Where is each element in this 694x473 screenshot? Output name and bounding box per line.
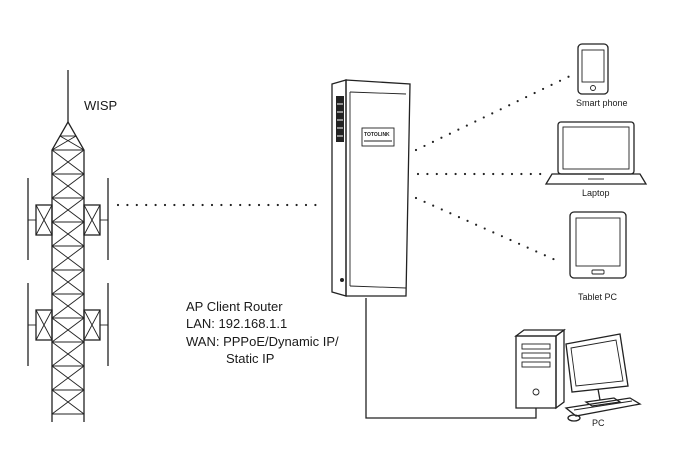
tablet-icon: [569, 211, 627, 279]
smartphone-link: [414, 74, 572, 152]
tablet-link: [414, 196, 562, 264]
router-info-line-2: LAN: 192.168.1.1: [186, 316, 287, 331]
wisp-label: WISP: [84, 98, 117, 113]
router-logo-part1: TOTO: [364, 132, 378, 138]
wisp-tower-icon: [27, 70, 109, 422]
laptop-icon: [544, 121, 648, 185]
router-info-line-1: AP Client Router: [186, 299, 283, 314]
desktop-pc-icon: [514, 328, 642, 422]
outdoor-router-icon: TOTO LINK: [331, 79, 411, 297]
ethernet-cable: [365, 298, 537, 419]
smartphone-icon: [577, 43, 609, 95]
pc-label: PC: [592, 418, 605, 428]
router-info-line-3: WAN: PPPoE/Dynamic IP/: [186, 334, 339, 349]
smartphone-label: Smart phone: [576, 98, 628, 108]
laptop-label: Laptop: [582, 188, 610, 198]
router-logo-part2: LINK: [378, 132, 390, 138]
tablet-label: Tablet PC: [578, 292, 618, 302]
router-info-line-4: Static IP: [226, 351, 274, 366]
